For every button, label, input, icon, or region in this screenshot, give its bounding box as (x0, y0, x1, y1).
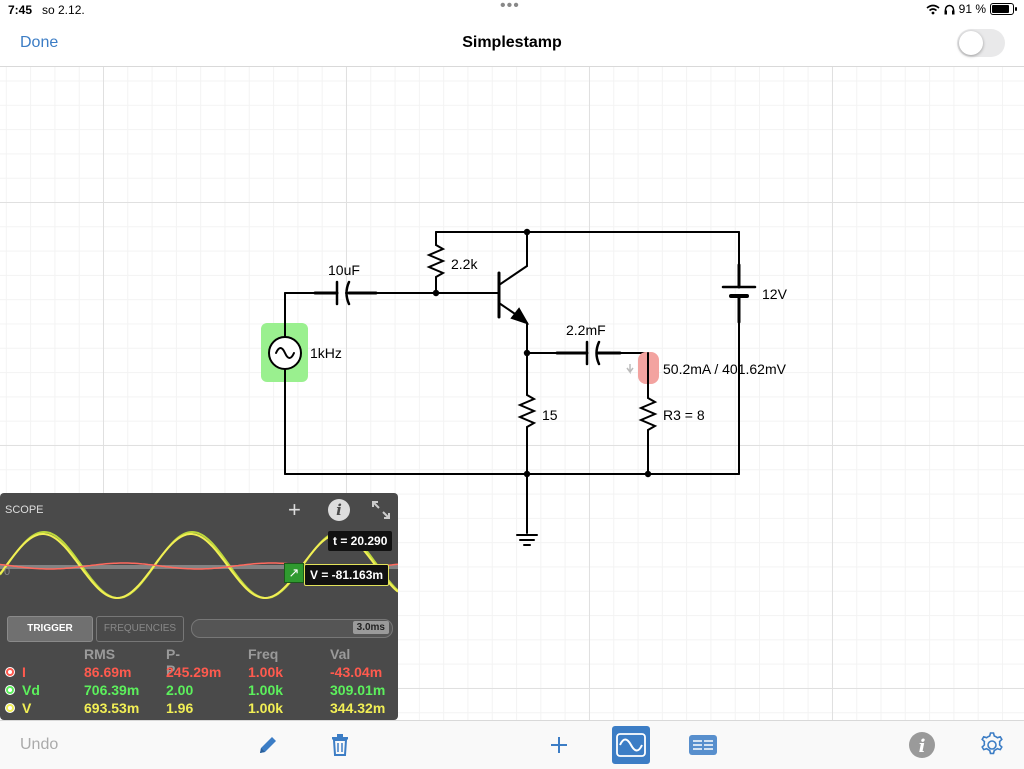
battery-icon (990, 3, 1017, 15)
series-name: Vd (22, 682, 40, 698)
status-bar: 7:45 so 2.12. ••• 91 % (0, 0, 1024, 20)
status-time: 7:45 (8, 3, 33, 17)
settings-gear-icon[interactable] (978, 731, 1006, 759)
add-component-icon[interactable] (548, 734, 570, 756)
trigger-button[interactable]: TRIGGER (7, 616, 93, 642)
freq-value: 1.00k (248, 664, 284, 680)
info-icon[interactable]: i (328, 499, 350, 521)
label-capacitor-in: 10uF (328, 262, 360, 278)
column-header-val: Val (330, 646, 351, 662)
freq-value: 1.00k (248, 682, 284, 698)
emitter-arrow-icon (510, 307, 530, 325)
val-value: -43.04m (330, 664, 383, 680)
current-arrow-icon (626, 364, 634, 375)
sine-symbol (275, 347, 295, 359)
column-header-freq: Freq (248, 646, 279, 662)
cursor-handle-icon[interactable]: ↗ (284, 563, 304, 583)
label-source: 1kHz (310, 345, 342, 361)
resistor-15-symbol[interactable] (517, 394, 537, 428)
zero-label: 0 (4, 566, 10, 578)
trash-icon[interactable] (329, 733, 351, 757)
junction (523, 228, 531, 236)
resistor-r3-symbol[interactable] (638, 397, 658, 431)
junction (523, 349, 531, 357)
label-battery: 12V (762, 286, 788, 302)
scope-panel[interactable]: SCOPE + i 0 t = 20.290 ↗ V = -81.163m TR… (0, 493, 398, 720)
val-value: 344.32m (330, 700, 386, 716)
series-toggle-icon[interactable] (5, 703, 15, 713)
column-header-rms: RMS (84, 646, 116, 662)
scope-title: SCOPE (5, 504, 44, 516)
junction (432, 289, 440, 297)
toggle-knob (959, 31, 983, 55)
headphones-icon (944, 4, 955, 14)
timescale-value: 3.0ms (352, 621, 389, 634)
series-toggle-icon[interactable] (5, 685, 15, 695)
label-probe-readout: 50.2mA / 401.62mV (663, 361, 787, 377)
measurement-row-vd[interactable]: Vd 706.39m 2.00 1.00k 309.01m (0, 682, 398, 700)
resistor-2k2-symbol[interactable] (426, 244, 446, 278)
circuit-diagram[interactable]: 10uF 2.2k 1kHz 12V 2.2mF 50.2mA / 401.62… (0, 67, 1024, 720)
expand-icon[interactable] (370, 499, 392, 521)
transistor-collector (498, 265, 528, 286)
column-header-pp: P-P (166, 646, 180, 678)
freq-value: 1.00k (248, 700, 284, 716)
rms-value: 706.39m (84, 682, 140, 698)
page-title: Simplestamp (462, 34, 562, 51)
junction (644, 470, 652, 478)
status-right: 91 % (926, 2, 1017, 16)
series-name: V (22, 700, 32, 716)
bottom-toolbar: Undo i (0, 720, 1024, 769)
timescale-slider[interactable]: 3.0ms (191, 619, 393, 638)
list-view-icon[interactable] (688, 733, 718, 757)
pp-value: 245.29m (166, 664, 222, 680)
label-resistor-base: 2.2k (451, 256, 478, 272)
label-resistor-emitter: 15 (542, 407, 558, 423)
rms-value: 693.53m (84, 700, 140, 716)
time-readout: t = 20.290 (328, 531, 393, 551)
measurement-row-i[interactable]: I 86.69m 245.29m 1.00k -43.04m (0, 664, 398, 682)
val-value: 309.01m (330, 682, 386, 698)
simulation-toggle[interactable] (957, 29, 1005, 57)
battery-percent: 91 % (958, 2, 986, 16)
done-button[interactable]: Done (20, 34, 59, 51)
pp-value: 2.00 (166, 682, 194, 698)
frequencies-button[interactable]: FREQUENCIES (96, 616, 184, 642)
info-icon[interactable]: i (908, 731, 936, 759)
svg-text:i: i (919, 736, 926, 757)
add-plot-icon[interactable]: + (288, 497, 301, 522)
rms-value: 86.69m (84, 664, 132, 680)
junction (523, 470, 531, 478)
status-date: so 2.12. (42, 3, 85, 17)
scope-toggle-icon[interactable] (612, 726, 650, 764)
wifi-icon (926, 4, 940, 14)
pp-value: 1.96 (166, 700, 194, 716)
navigation-bar: Done Simplestamp (0, 20, 1024, 67)
series-name: I (22, 664, 26, 680)
label-capacitor-out: 2.2mF (566, 322, 606, 338)
voltage-readout: V = -81.163m (304, 564, 390, 586)
pencil-icon[interactable] (256, 733, 280, 757)
undo-button[interactable]: Undo (20, 736, 59, 753)
label-resistor-load: R3 = 8 (663, 407, 705, 423)
multitasking-dots-icon[interactable]: ••• (500, 0, 520, 14)
series-toggle-icon[interactable] (5, 667, 15, 677)
measurement-row-v[interactable]: V 693.53m 1.96 1.00k 344.32m (0, 700, 398, 718)
